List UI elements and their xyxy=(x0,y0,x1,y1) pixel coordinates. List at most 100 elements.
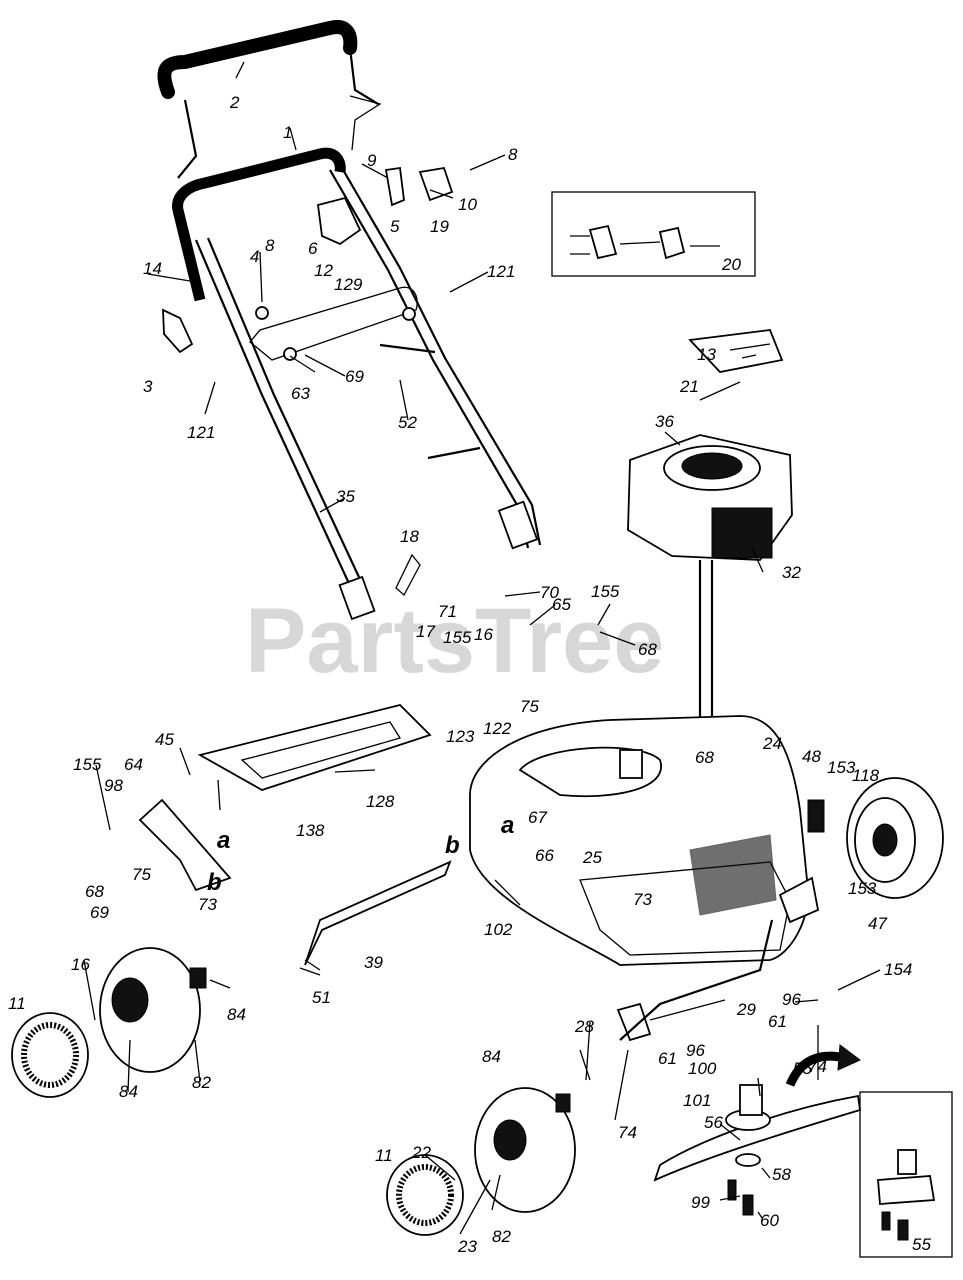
upper-handle-grip xyxy=(157,20,379,179)
label-56: 56 xyxy=(704,1113,723,1132)
label-b: b xyxy=(207,869,222,896)
front-right-hubcap xyxy=(386,1154,464,1236)
label-153b: 153 xyxy=(848,879,877,898)
label-21: 21 xyxy=(679,377,699,396)
label-19: 19 xyxy=(430,217,449,236)
label-61b: 61 xyxy=(658,1049,677,1068)
label-25: 25 xyxy=(582,848,602,867)
label-69b: 69 xyxy=(90,903,109,922)
label-12: 12 xyxy=(314,261,333,280)
upper-handle xyxy=(172,147,346,302)
mulching-plate xyxy=(299,860,452,976)
label-74: 74 xyxy=(808,1057,827,1076)
wheel-spacers xyxy=(189,967,571,1113)
label-55b: 55 xyxy=(912,1235,931,1254)
label-74b: 74 xyxy=(618,1123,637,1142)
label-58: 58 xyxy=(772,1165,791,1184)
label-96: 96 xyxy=(782,990,801,1009)
label-63: 63 xyxy=(291,384,310,403)
label-82b: 82 xyxy=(492,1227,511,1246)
label-96b: 96 xyxy=(686,1041,705,1060)
lower-handle xyxy=(194,167,542,621)
label-100: 100 xyxy=(688,1059,717,1078)
label-128: 128 xyxy=(366,792,395,811)
label-60: 60 xyxy=(760,1211,779,1230)
label-118: 118 xyxy=(852,766,880,785)
label-2: 2 xyxy=(229,93,240,112)
watermark: PartsTree xyxy=(245,590,664,692)
label-73: 73 xyxy=(198,895,217,914)
label-a: a xyxy=(217,827,230,854)
side-bracket-left xyxy=(138,798,232,892)
inset-box-20 xyxy=(551,191,756,277)
label-66: 66 xyxy=(535,846,554,865)
label-11: 11 xyxy=(8,994,26,1013)
label-8: 8 xyxy=(508,145,518,164)
label-155c: 155 xyxy=(73,755,102,774)
label-4: 4 xyxy=(250,247,259,266)
label-35: 35 xyxy=(336,487,355,506)
label-39: 39 xyxy=(364,953,383,972)
label-6: 6 xyxy=(308,239,318,258)
label-1: 1 xyxy=(283,123,292,142)
cable-guides xyxy=(162,306,481,597)
control-bracket xyxy=(317,95,454,246)
label-102: 102 xyxy=(484,920,513,939)
label-32: 32 xyxy=(782,563,801,582)
label-23: 23 xyxy=(457,1237,477,1256)
label-129: 129 xyxy=(334,275,363,294)
label-10: 10 xyxy=(458,195,477,214)
label-8b: 8 xyxy=(265,236,275,255)
inset-box-55 xyxy=(859,1091,953,1258)
label-48: 48 xyxy=(802,747,821,766)
deck xyxy=(469,715,809,966)
label-75b: 75 xyxy=(132,865,151,884)
label-73b: 73 xyxy=(633,890,652,909)
label-70: 70 xyxy=(540,583,559,602)
label-84c: 84 xyxy=(482,1047,501,1066)
label-61: 61 xyxy=(768,1012,787,1031)
label-68: 68 xyxy=(638,640,657,659)
label-84: 84 xyxy=(227,1005,246,1024)
label-18: 18 xyxy=(400,527,419,546)
label-121: 121 xyxy=(487,262,515,281)
label-45: 45 xyxy=(155,730,174,749)
label-9: 9 xyxy=(367,151,377,170)
label-154: 154 xyxy=(884,960,912,979)
label-123: 123 xyxy=(446,727,475,746)
label-36: 36 xyxy=(655,412,674,431)
height-adjuster xyxy=(616,799,825,1042)
label-99: 99 xyxy=(691,1193,710,1212)
discharge-chute xyxy=(197,704,432,791)
label-29: 29 xyxy=(736,1000,756,1019)
blade-arrow xyxy=(785,1044,861,1087)
label-68c: 68 xyxy=(695,748,714,767)
label-28: 28 xyxy=(574,1017,594,1036)
blade xyxy=(653,1084,862,1216)
label-5: 5 xyxy=(390,217,400,236)
label-a2: a xyxy=(501,812,514,839)
label-65: 65 xyxy=(552,595,571,614)
label-68b: 68 xyxy=(85,882,104,901)
label-64: 64 xyxy=(124,755,143,774)
label-13: 13 xyxy=(697,345,716,364)
rear-right-wheel xyxy=(846,777,944,899)
label-3: 3 xyxy=(143,377,153,396)
label-155: 155 xyxy=(591,582,620,601)
label-98: 98 xyxy=(104,776,123,795)
label-55: 55 xyxy=(793,1059,812,1078)
label-155b: 155 xyxy=(443,628,472,647)
label-22: 22 xyxy=(411,1143,431,1162)
label-71: 71 xyxy=(438,602,457,621)
label-11b: 11 xyxy=(375,1146,393,1165)
label-138: 138 xyxy=(296,821,325,840)
label-75: 75 xyxy=(520,697,539,716)
label-52: 52 xyxy=(398,413,417,432)
label-101: 101 xyxy=(683,1091,711,1110)
label-82: 82 xyxy=(192,1073,211,1092)
label-47: 47 xyxy=(868,914,887,933)
leader-lines xyxy=(83,61,881,1235)
axle-rod xyxy=(619,919,774,1041)
